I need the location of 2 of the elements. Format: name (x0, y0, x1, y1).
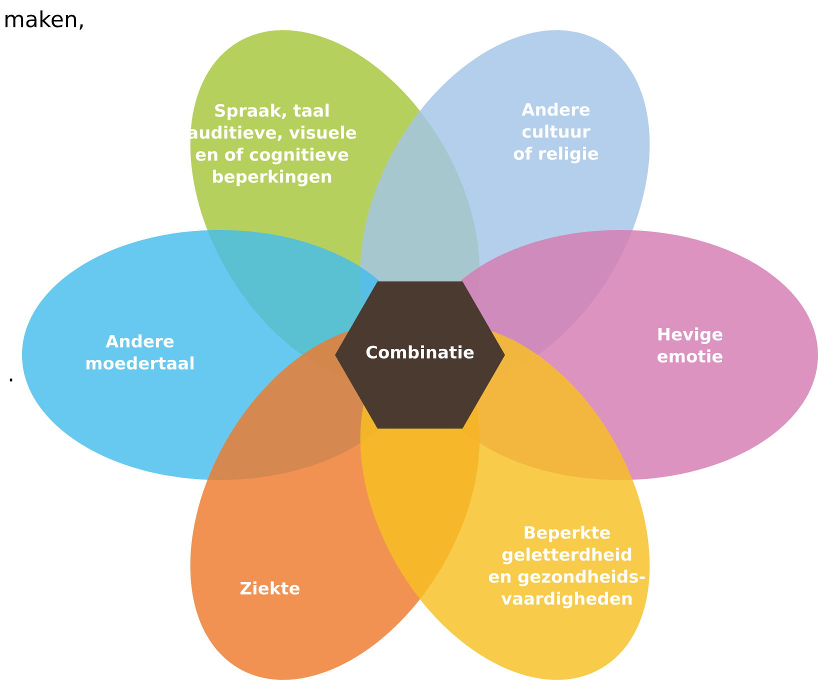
text: maken, (6, 10, 83, 30)
centre-hexagon: Combinatie (335, 281, 505, 429)
